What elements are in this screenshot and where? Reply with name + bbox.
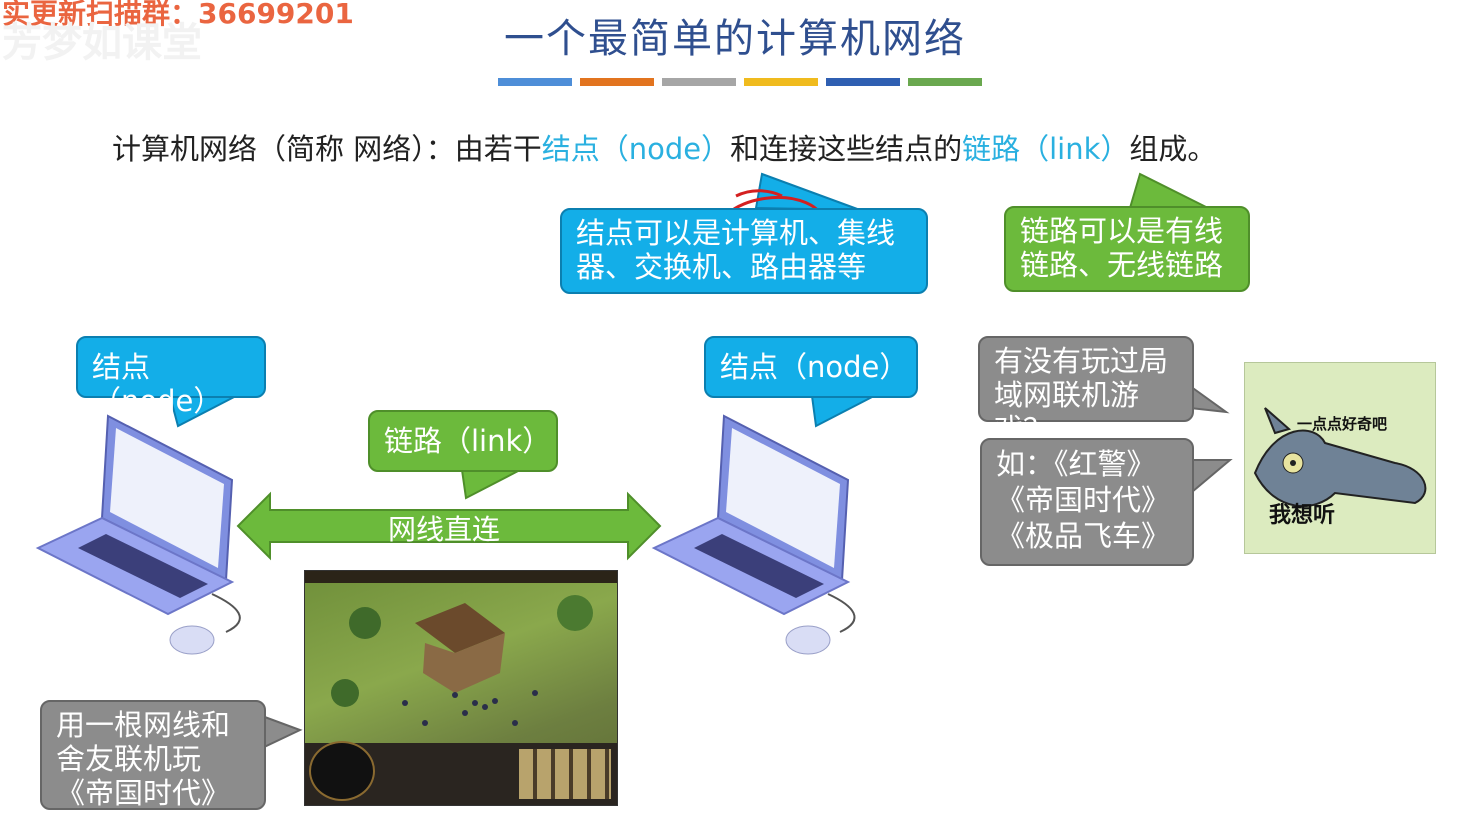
callout-tail bbox=[460, 469, 521, 500]
callout-line: 器、交换机、路由器等 bbox=[576, 250, 867, 284]
meme-bottom-text: 我想听 bbox=[1269, 503, 1336, 528]
bubble-line: 《帝国时代》 bbox=[56, 776, 231, 810]
bubble-line: 域网联机游戏？ bbox=[994, 378, 1140, 446]
node-label-right: 结点（node） bbox=[704, 336, 918, 398]
node-label-left: 结点（node） bbox=[76, 336, 266, 418]
definition-part2: 和连接这些结点的 bbox=[730, 132, 963, 166]
callout-line: 链路、无线链路 bbox=[1020, 248, 1224, 282]
callout-tail bbox=[261, 714, 303, 750]
link-term: 链路（link） bbox=[962, 132, 1130, 166]
watermark-text: 实更新扫描群：36699201 bbox=[2, 0, 354, 30]
bubble-line: 如：《红警》 bbox=[996, 447, 1156, 481]
color-bar bbox=[498, 78, 572, 86]
node-term: 结点（node） bbox=[541, 132, 731, 166]
definition-part1: 计算机网络（简称 网络）：由若干 bbox=[112, 132, 542, 166]
slide-title: 一个最简单的计算机网络 bbox=[504, 16, 966, 62]
definition-part3: 组成。 bbox=[1129, 132, 1217, 166]
callout-tail bbox=[1128, 172, 1213, 211]
bubble-line: 《极品飞车》 bbox=[996, 519, 1171, 553]
laptop-left-icon bbox=[35, 414, 241, 655]
game-scene bbox=[331, 595, 593, 726]
callout-line: 结点可以是计算机、集线 bbox=[576, 216, 896, 250]
color-bar bbox=[580, 78, 654, 86]
link-types-callout: 链路可以是有线 链路、无线链路 bbox=[1004, 206, 1250, 292]
game-topbar bbox=[305, 571, 617, 583]
callout-line: 链路可以是有线 bbox=[1020, 214, 1224, 248]
color-bar bbox=[662, 78, 736, 86]
annotation-stroke bbox=[735, 189, 783, 198]
bubble-line: 《帝国时代》 bbox=[996, 483, 1171, 517]
game-screenshot bbox=[304, 570, 618, 806]
cable-arrow bbox=[236, 491, 662, 561]
bubble-line: 用一根网线和 bbox=[56, 708, 231, 742]
minimap bbox=[309, 741, 375, 801]
command-grid bbox=[519, 749, 611, 799]
game-hud bbox=[305, 741, 617, 805]
definition-text: 计算机网络（简称 网络）：由若干结点（node）和连接这些结点的链路（link）… bbox=[112, 126, 1216, 168]
bubble-line: 舍友联机玩 bbox=[56, 742, 202, 776]
callout-tail bbox=[810, 395, 875, 428]
examples-bubble: 如：《红警》 《帝国时代》 《极品飞车》 bbox=[980, 438, 1194, 566]
meme-image: 一点点好奇吧 我想听 bbox=[1244, 362, 1436, 554]
cat-illustration bbox=[1253, 407, 1427, 507]
laptop-right-icon bbox=[651, 414, 856, 655]
node-types-callout: 结点可以是计算机、集线 器、交换机、路由器等 bbox=[560, 208, 928, 294]
meme-top-text: 一点点好奇吧 bbox=[1297, 415, 1388, 433]
dorm-bubble: 用一根网线和 舍友联机玩 《帝国时代》 bbox=[40, 700, 266, 810]
color-bar bbox=[908, 78, 982, 86]
callout-tail bbox=[1191, 459, 1233, 495]
link-label: 链路（link） bbox=[368, 410, 558, 472]
question-bubble: 有没有玩过局 域网联机游戏？ bbox=[978, 336, 1194, 446]
color-bar bbox=[744, 78, 818, 86]
watermark-logo: 芳梦如课堂 bbox=[2, 20, 202, 66]
color-bar bbox=[826, 78, 900, 86]
callout-tail bbox=[1189, 384, 1230, 414]
cable-label: 网线直连 bbox=[388, 513, 501, 546]
bubble-line: 有没有玩过局 bbox=[994, 344, 1169, 378]
